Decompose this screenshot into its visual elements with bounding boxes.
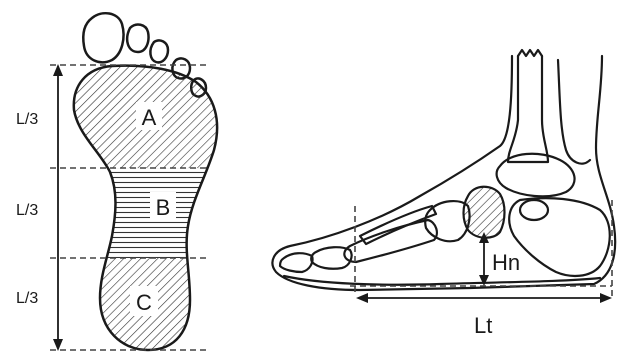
footprint-figure: A B C L/3 L/3 L/3 bbox=[16, 13, 217, 351]
region-a-label: A bbox=[142, 105, 157, 130]
distal-phalanx bbox=[280, 253, 313, 272]
cuboid-bone bbox=[520, 200, 548, 220]
tibia bbox=[508, 56, 548, 162]
region-c-label: C bbox=[136, 290, 152, 315]
total-length-arrow bbox=[356, 293, 612, 303]
total-length-label: Lt bbox=[474, 313, 492, 338]
top-third-label: L/3 bbox=[16, 111, 38, 128]
middle-third-label: L/3 bbox=[16, 202, 38, 219]
calcaneus bbox=[509, 198, 610, 276]
shaft-break bbox=[518, 50, 542, 56]
side-view-figure bbox=[272, 50, 615, 290]
region-b-label: B bbox=[156, 195, 171, 220]
length-arrow bbox=[53, 64, 63, 351]
navicular-height-arrow bbox=[479, 232, 489, 286]
sole-line bbox=[284, 276, 600, 285]
skin-contour bbox=[272, 56, 615, 290]
bottom-third-label: L/3 bbox=[16, 290, 38, 307]
navicular-height-label: Hn bbox=[492, 250, 520, 275]
fibula bbox=[558, 60, 590, 164]
